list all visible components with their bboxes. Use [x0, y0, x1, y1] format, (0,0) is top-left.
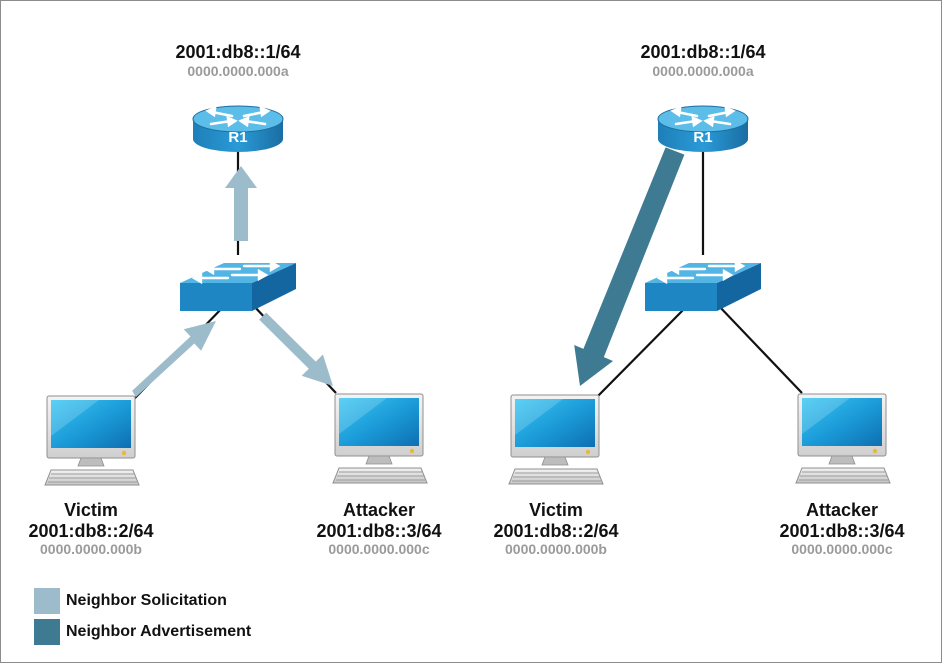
legend-item-advertisement: Neighbor Advertisement	[34, 619, 251, 645]
attacker-address-block: Attacker 2001:db8::3/64 0000.0000.000c	[712, 500, 941, 558]
attacker-address-block: Attacker 2001:db8::3/64 0000.0000.000c	[249, 500, 509, 557]
attacker-pc-icon	[332, 393, 428, 484]
victim-pc-icon	[44, 395, 140, 486]
victim-pc-icon	[508, 394, 604, 485]
solicitation-arrow-victim-to-switch	[132, 321, 216, 398]
switch-icon	[643, 260, 763, 313]
advertisement-swatch	[34, 619, 60, 645]
solicitation-arrow-switch-to-attacker	[259, 312, 333, 386]
attacker-name: Attacker	[805, 500, 879, 520]
attacker-ip: 2001:db8::3/64	[316, 520, 442, 541]
advertisement-arrow-router-to-victim	[574, 147, 685, 386]
attacker-mac: 0000.0000.000c	[328, 541, 430, 558]
victim-ip: 2001:db8::2/64	[28, 520, 154, 541]
attacker-name: Attacker	[342, 500, 416, 520]
router-address-block: 2001:db8::1/64 0000.0000.000a	[108, 42, 368, 79]
router-label: R1	[228, 129, 247, 146]
router-mac: 0000.0000.000a	[187, 62, 289, 79]
attacker-mac: 0000.0000.000c	[791, 541, 893, 558]
right-link-switch-victim	[592, 303, 690, 402]
victim-name: Victim	[64, 500, 118, 520]
legend-item-solicitation: Neighbor Solicitation	[34, 588, 227, 614]
solicitation-arrow-switch-to-router	[225, 166, 257, 241]
router-mac: 0000.0000.000a	[652, 62, 754, 79]
victim-mac: 0000.0000.000b	[40, 541, 142, 558]
victim-address-block: Victim 2001:db8::2/64 0000.0000.000b	[1, 500, 221, 558]
attacker-pc-icon	[795, 393, 891, 484]
attacker-ip: 2001:db8::3/64	[779, 520, 905, 541]
router-ip: 2001:db8::1/64	[175, 42, 301, 62]
victim-ip: 2001:db8::2/64	[493, 520, 619, 541]
victim-mac: 0000.0000.000b	[505, 541, 607, 558]
right-links	[592, 139, 803, 402]
solicitation-swatch	[34, 588, 60, 614]
router-ip: 2001:db8::1/64	[640, 42, 766, 62]
switch-icon	[178, 260, 298, 313]
victim-name: Victim	[529, 500, 583, 520]
router-address-block: 2001:db8::1/64 0000.0000.000a	[573, 42, 833, 79]
victim-address-block: Victim 2001:db8::2/64 0000.0000.000b	[426, 500, 686, 557]
right-link-switch-attacker	[716, 303, 803, 394]
legend-label: Neighbor Advertisement	[66, 623, 252, 640]
router-label: R1	[693, 129, 712, 146]
legend-label: Neighbor Solicitation	[66, 592, 227, 609]
